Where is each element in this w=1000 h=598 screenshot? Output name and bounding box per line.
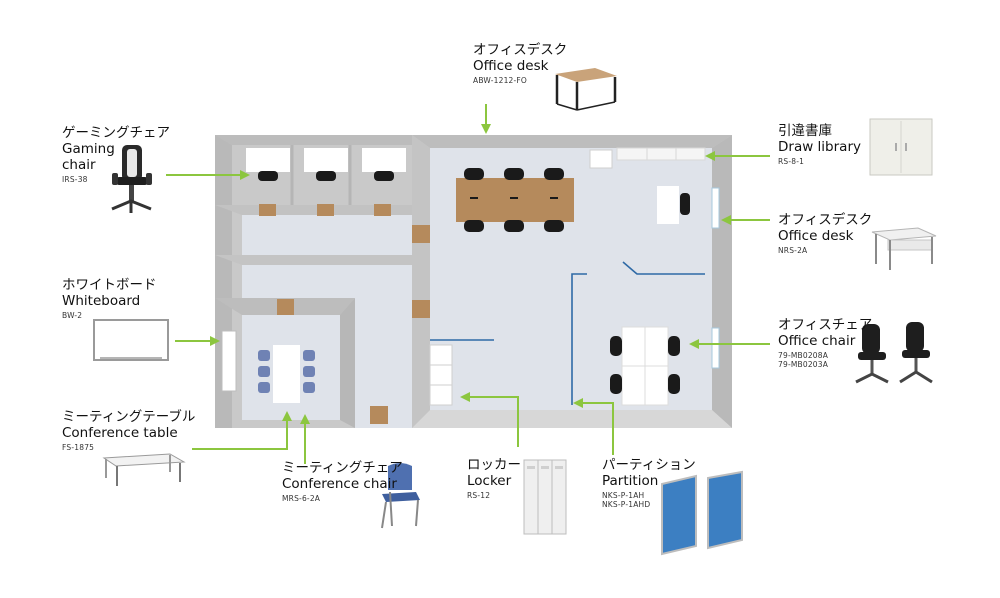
conference-table-image [102,453,186,486]
office-desk-right-ja: オフィスデスク [778,212,873,228]
meeting-chair-code: MRS-6-2A [282,493,321,503]
locker-image [523,459,567,535]
partition-code-1: NKS-P-1AH [602,490,645,500]
office-desk-right-en: Office desk [778,227,854,244]
gaming-booths [246,145,406,205]
locker-code: RS-12 [467,490,491,500]
arrow-locker [460,392,519,447]
draw-library-image [869,118,933,176]
draw-library-ja: 引違書庫 [778,123,832,139]
office-desk-top-en: Office desk [473,57,549,74]
locker-mark [429,344,453,406]
office-chair-image [855,322,933,384]
partition-image [661,470,743,556]
label-office-chair: オフィスチェア Office chair 79-MB0208A 79-MB020… [778,317,873,370]
whiteboard-ja: ホワイトボード [62,277,157,293]
partition-line-2 [622,261,705,275]
label-locker: ロッカー Locker RS-12 [467,457,521,501]
arrow-partition [573,398,614,455]
partition-ja: パーティション [602,457,696,473]
draw-library-mark [616,147,706,161]
whiteboard-image [93,319,169,361]
label-conference-table: ミーティングテーブル Conference table FS-1875 [62,409,196,453]
office-desk-top-image [555,68,617,111]
locker-en: Locker [467,472,512,489]
conf-table-code: FS-1875 [62,442,95,452]
conf-table-ja: ミーティングテーブル [62,409,196,425]
label-gaming-chair: ゲーミングチェア Gaming chair IRS-38 [62,125,170,185]
whiteboard-code: BW-2 [62,310,83,320]
office-desk-top-ja: オフィスデスク [473,42,568,58]
meeting-chair-ja: ミーティングチェア [282,460,403,476]
conf-table-en: Conference table [62,424,178,441]
office-desk-right-image [871,227,937,270]
gaming-chair-ja: ゲーミングチェア [62,125,170,141]
small-equipment [589,149,613,169]
callout-arrows [166,104,770,464]
office-chair-en: Office chair [778,332,856,349]
partition-code-2: NKS-P-1AHD [602,499,651,509]
label-office-desk-right: オフィスデスク Office desk NRS-2A [778,212,873,256]
meeting-room [221,330,315,403]
office-desk-top-code: ABW-1212-FO [473,75,528,85]
gaming-chair-en-1: Gaming [62,140,115,157]
meeting-chair-image [381,463,420,529]
whiteboard-mark [221,330,237,392]
locker-ja: ロッカー [467,457,521,473]
office-chair-ja: オフィスチェア [778,317,873,333]
partition-en: Partition [602,472,659,489]
office-desk-top-mark [456,178,574,222]
gaming-chair-image [111,145,152,213]
label-partition: パーティション Partition NKS-P-1AH NKS-P-1AHD [602,457,696,510]
partition-line-1 [571,273,587,405]
label-whiteboard: ホワイトボード Whiteboard BW-2 [62,277,157,321]
office-chair-code-2: 79-MB0203A [778,359,829,369]
label-office-desk-top: オフィスデスク Office desk ABW-1212-FO [473,42,568,86]
arrow-conf-table [192,411,292,450]
whiteboard-en: Whiteboard [62,292,141,309]
draw-library-en: Draw library [778,138,861,155]
gaming-chair-code: IRS-38 [62,174,88,184]
draw-library-code: RS-8-1 [778,156,805,166]
gaming-chair-1 [258,171,278,181]
meeting-chair-en: Conference chair [282,475,397,492]
doors [259,204,430,424]
office-desk-right-mark [657,186,679,224]
gaming-chair-2 [316,171,336,181]
gaming-chair-3 [374,171,394,181]
label-draw-library: 引違書庫 Draw library RS-8-1 [778,123,861,167]
gaming-chair-en-2: chair [62,156,96,173]
label-meeting-chair: ミーティングチェア Conference chair MRS-6-2A [282,460,403,504]
main-office [429,147,720,406]
office-chair-code-1: 79-MB0208A [778,350,829,360]
office-desk-right-code: NRS-2A [778,245,808,255]
